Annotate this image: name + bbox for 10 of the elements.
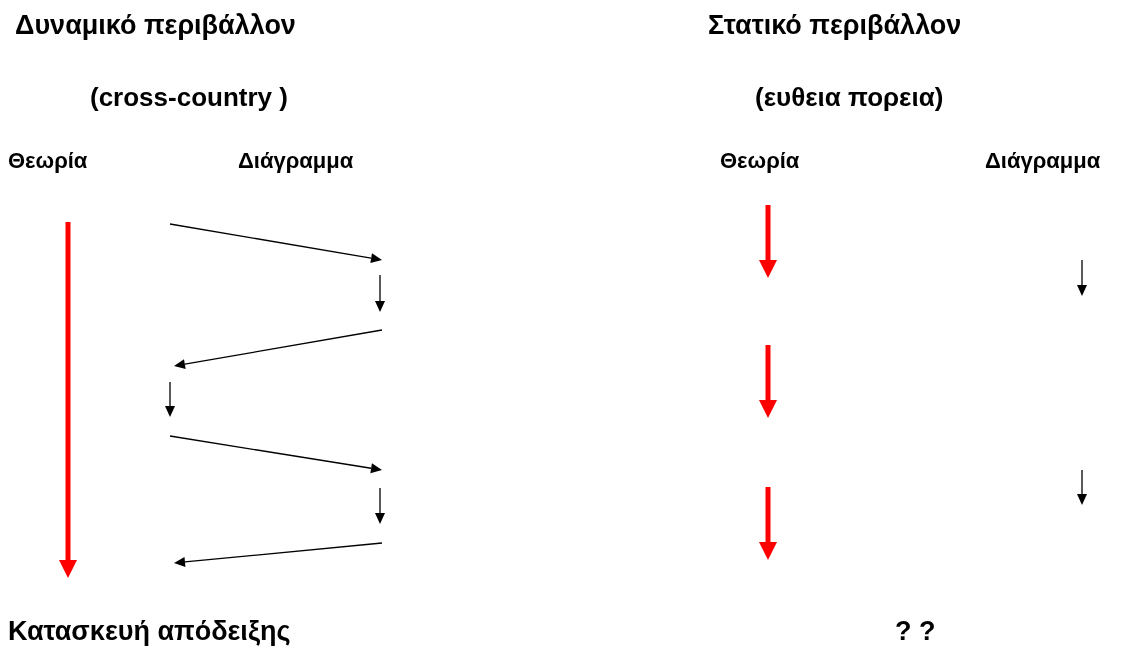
- text-label: (ευθεια πορεια): [755, 84, 944, 110]
- text-label: (cross-country ): [90, 84, 288, 110]
- text-label: Δυναμικό περιβάλλον: [15, 12, 296, 39]
- text-label: Θεωρία: [720, 150, 800, 172]
- text-label: Κατασκευή απόδειξης: [8, 618, 291, 645]
- text-label: Στατικό περιβάλλον: [708, 12, 962, 39]
- text-label: Θεωρία: [8, 150, 88, 172]
- text-label: Διάγραμμα: [238, 150, 354, 172]
- text-label: Διάγραμμα: [985, 150, 1101, 172]
- text-label: ? ?: [895, 618, 936, 645]
